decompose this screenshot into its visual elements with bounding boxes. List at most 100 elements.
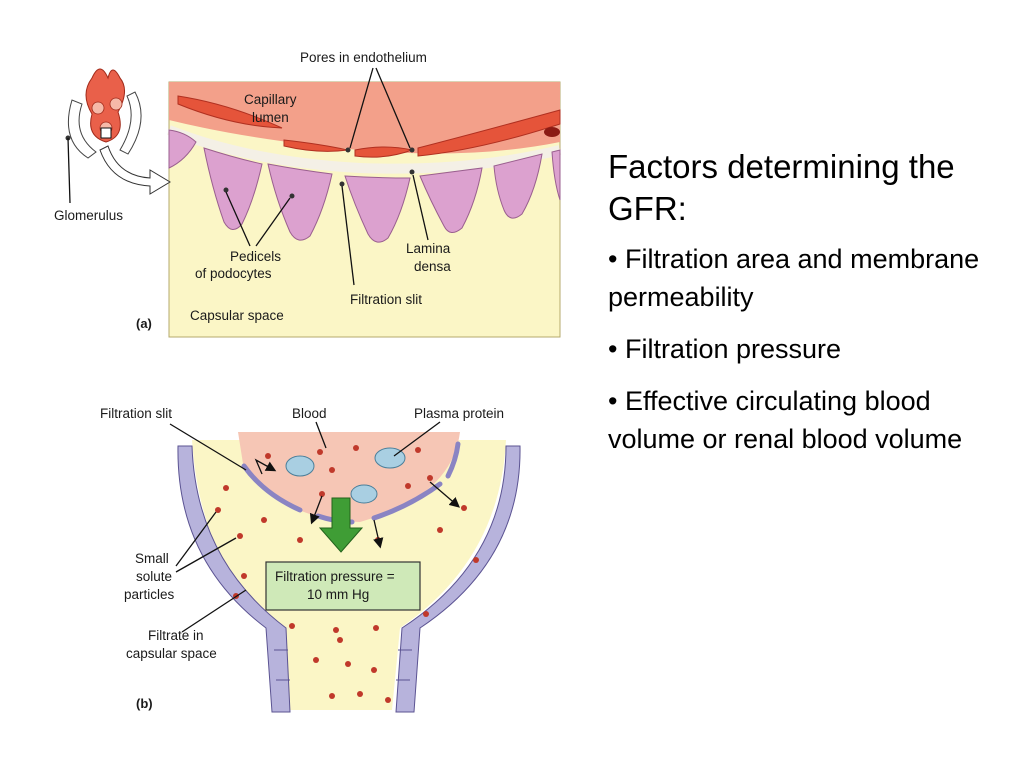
capillary-tuft <box>85 68 125 143</box>
solute-particle <box>427 475 433 481</box>
tuft-loop <box>109 97 123 111</box>
label-filtration-slit-b: Filtration slit <box>100 406 172 421</box>
label-small-2: solute <box>136 569 172 584</box>
label-capillary-lumen-2: lumen <box>252 110 289 125</box>
solute-particles <box>215 445 479 703</box>
solute-particle <box>265 453 271 459</box>
solute-particle <box>329 467 335 473</box>
pointer-pores-left <box>349 67 374 149</box>
pedicel <box>419 167 483 233</box>
solute-particle <box>353 445 359 451</box>
flow-arrow <box>309 495 323 525</box>
filtration-pressure-line2: 10 mm Hg <box>307 587 369 602</box>
pointer-filtration-slit <box>341 185 355 286</box>
label-pedicels-1: Pedicels <box>230 249 281 264</box>
solute-particle <box>423 611 429 617</box>
endothelial-cell <box>177 95 283 129</box>
basement-membrane <box>167 125 562 174</box>
label-small-1: Small <box>135 551 169 566</box>
bullet-filtration-area: • Filtration area and membrane permeabil… <box>608 244 980 312</box>
solute-particle <box>357 691 363 697</box>
pointer-pedicels-left <box>225 191 251 247</box>
bullet-filtration-pressure: • Filtration pressure <box>608 334 842 364</box>
slit-dot <box>339 181 345 187</box>
capsule-wall-right <box>395 445 521 713</box>
zoom-box <box>100 127 112 139</box>
label-capillary-lumen-1: Capillary <box>244 92 297 107</box>
slide-heading: Factors determining the GFR: <box>608 148 955 227</box>
solute-particle <box>329 693 335 699</box>
pedicel <box>493 153 543 219</box>
pedicel <box>267 163 333 241</box>
label-lamina-densa-1: Lamina <box>406 241 451 256</box>
label-glomerulus: Glomerulus <box>54 208 123 223</box>
solute-particle <box>289 623 295 629</box>
lamina-dot <box>409 169 415 175</box>
glomerulus-inset <box>65 68 171 195</box>
glomerular-filtration-figure: Pores in endothelium Capillary lumen Glo… <box>54 50 562 713</box>
flow-arrow <box>373 519 384 549</box>
pore-dot <box>409 147 415 153</box>
pedicel <box>551 149 561 201</box>
pedicel-dot <box>289 193 295 199</box>
pointer-blood <box>315 421 327 449</box>
label-pores-in-endothelium: Pores in endothelium <box>300 50 427 65</box>
solute-particle <box>261 517 267 523</box>
flow-arrow <box>429 481 460 508</box>
panel-a: Pores in endothelium Capillary lumen Glo… <box>54 50 562 338</box>
slit-flow-arrow <box>254 458 277 475</box>
label-blood: Blood <box>292 406 327 421</box>
solute-particle <box>373 625 379 631</box>
solute-particle <box>437 527 443 533</box>
slide-text: Factors determining the GFR: • Filtratio… <box>608 146 1008 472</box>
solute-particle <box>215 507 221 513</box>
solute-particle <box>461 505 467 511</box>
label-filtrate-2: capsular space <box>126 646 217 661</box>
label-pedicels-2: of podocytes <box>195 266 272 281</box>
panel-label-a: (a) <box>136 316 152 331</box>
pointer-pedicels-right <box>255 197 291 247</box>
pointer-pores-right <box>375 67 411 149</box>
solute-particle <box>345 661 351 667</box>
pedicel <box>344 175 411 243</box>
label-filtrate-1: Filtrate in <box>148 628 204 643</box>
solute-particle <box>473 557 479 563</box>
pedicel <box>168 129 197 169</box>
pointer-plasma-protein <box>393 421 441 457</box>
bowman-capsule <box>67 99 97 159</box>
tuft-loop <box>91 101 105 115</box>
podocyte-membrane <box>445 441 461 479</box>
solute-particle <box>337 637 343 643</box>
label-filtration-slit-a: Filtration slit <box>350 292 422 307</box>
solute-particle <box>333 627 339 633</box>
filtration-pressure-line1: Filtration pressure = <box>275 569 395 584</box>
pedicel-dot <box>223 187 229 193</box>
capillary-lumen <box>169 82 560 154</box>
label-capsular-space: Capsular space <box>190 308 284 323</box>
podocyte-membrane <box>371 481 443 521</box>
pointer-small-particles <box>175 537 237 573</box>
capsule-wall-left <box>177 445 291 713</box>
solute-particle <box>313 657 319 663</box>
pointer-filtrate <box>181 589 247 633</box>
solute-particle <box>241 573 247 579</box>
pointer-filtration-slit-b <box>169 423 247 471</box>
pore-dot <box>345 147 351 153</box>
solute-particle <box>405 483 411 489</box>
pointer-lamina <box>412 174 429 241</box>
filtration-direction-arrow <box>318 497 364 553</box>
endothelial-nucleus <box>544 127 560 137</box>
podocyte-membrane <box>241 463 303 513</box>
solute-particle <box>319 491 325 497</box>
plasma-protein <box>285 455 315 477</box>
pedicel <box>203 147 263 230</box>
label-plasma-protein: Plasma protein <box>414 406 504 421</box>
solute-particle <box>317 449 323 455</box>
zoom-arrow <box>99 145 171 195</box>
endothelial-cell <box>417 109 561 157</box>
panel-b: Filtration pressure = 10 mm Hg Filtratio… <box>100 406 521 713</box>
solute-particle <box>297 537 303 543</box>
solute-particle <box>385 697 391 703</box>
filtration-pressure-box <box>265 561 421 611</box>
label-small-3: particles <box>124 587 175 602</box>
